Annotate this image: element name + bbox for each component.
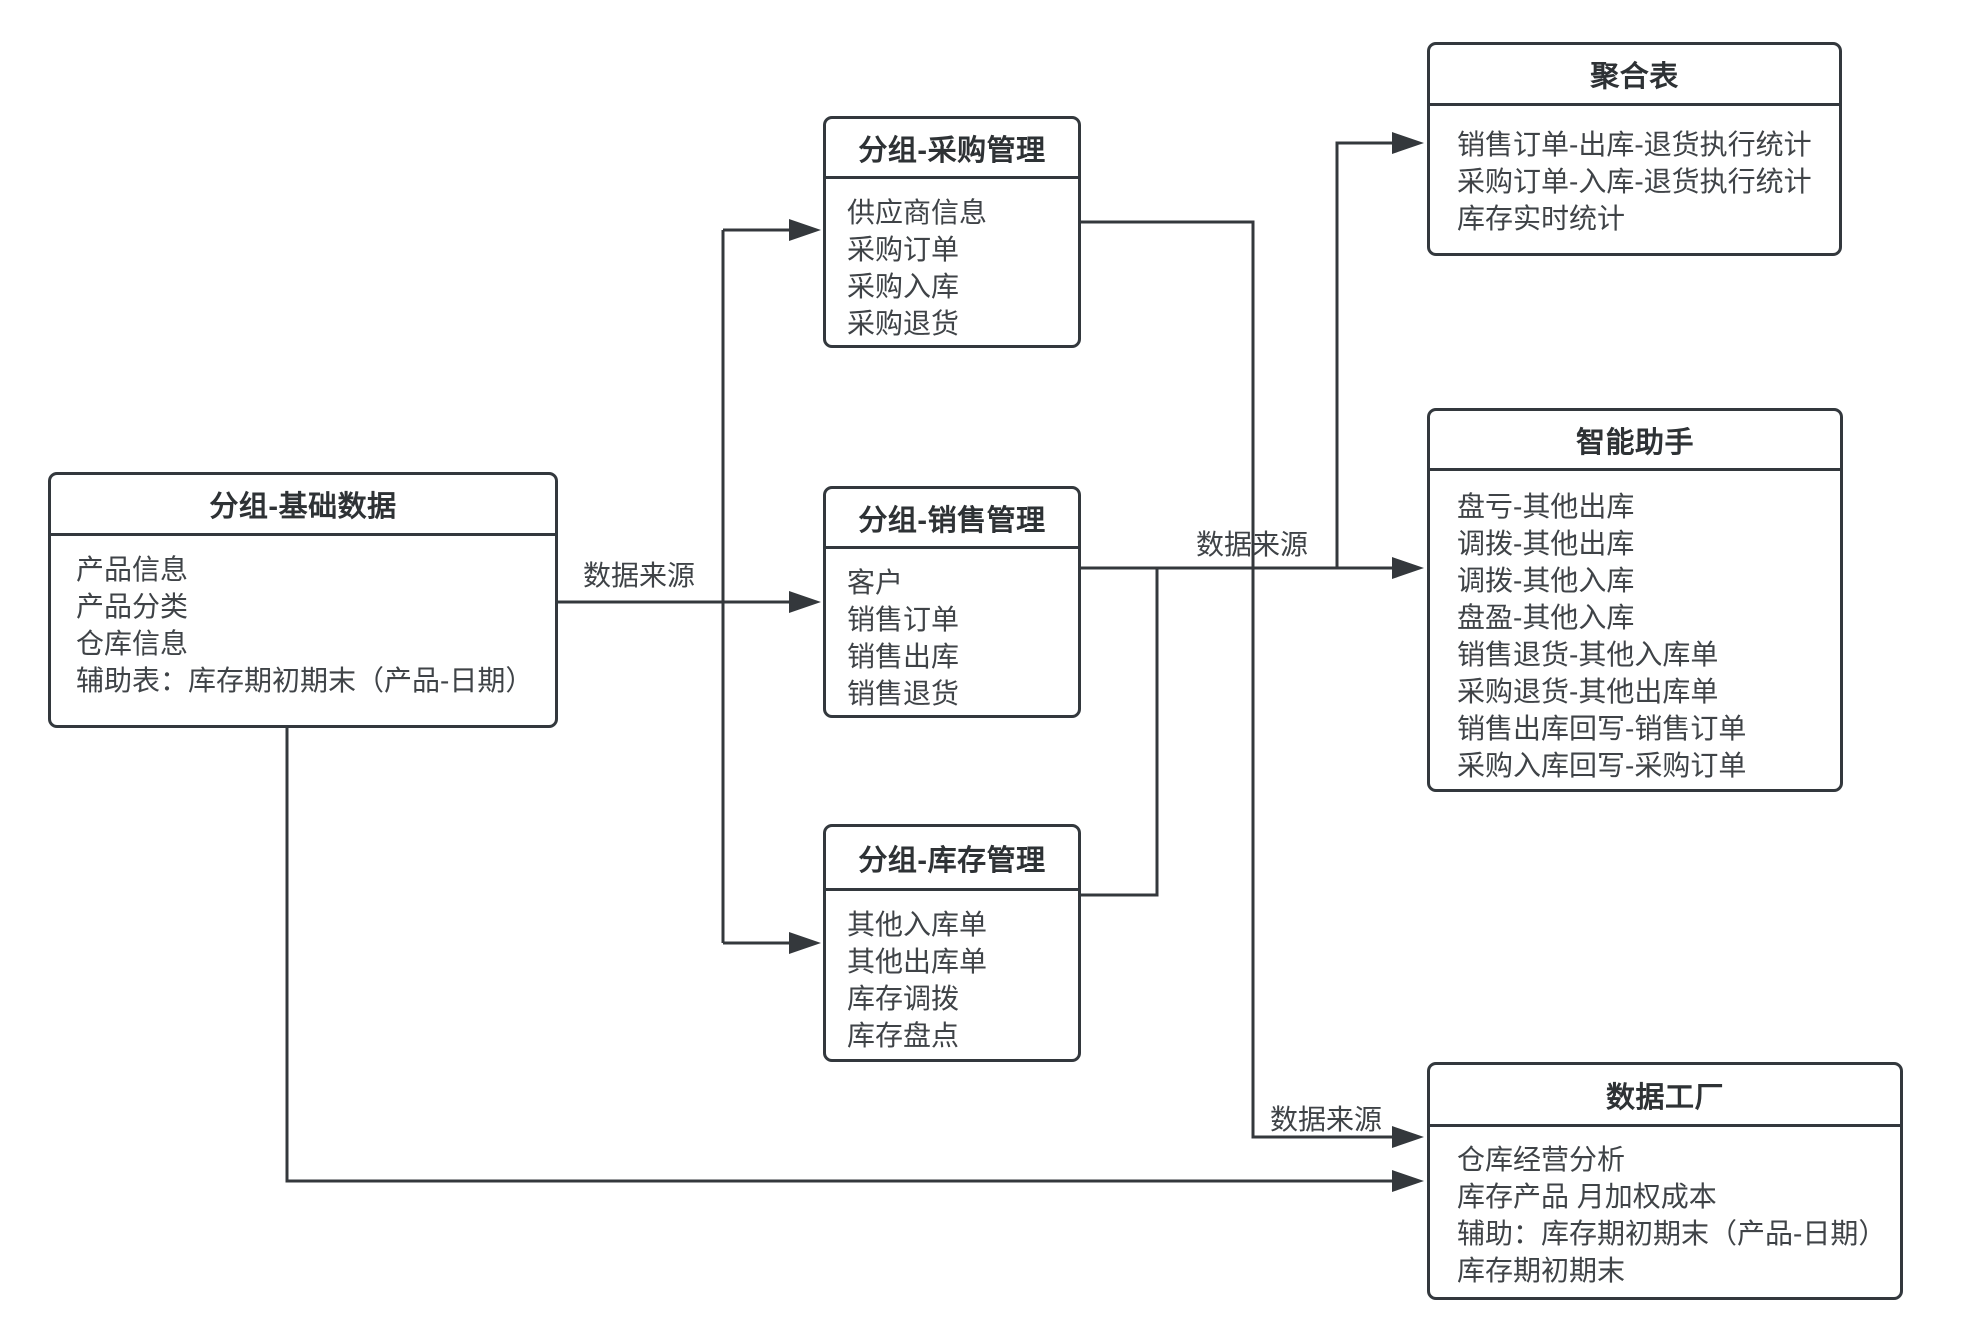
node-item: 库存产品 月加权成本 <box>1457 1181 1717 1212</box>
node-title: 聚合表 <box>1430 45 1839 106</box>
node-item: 产品信息 <box>76 554 189 585</box>
node-body: 供应商信息 采购订单 采购入库 采购退货 <box>826 179 1078 345</box>
node-item: 采购入库 <box>847 271 960 302</box>
node-item: 采购退货 <box>847 308 960 339</box>
node-item: 调拨-其他出库 <box>1457 528 1635 559</box>
node-item: 库存调拨 <box>847 983 960 1014</box>
node-group-purchase[interactable]: 分组-采购管理 供应商信息 采购订单 采购入库 采购退货 <box>823 116 1081 348</box>
node-item: 调拨-其他入库 <box>1457 565 1635 596</box>
node-body: 产品信息 产品分类 仓库信息 辅助表：库存期初期末（产品-日期） <box>51 536 555 725</box>
node-data-factory[interactable]: 数据工厂 仓库经营分析 库存产品 月加权成本 辅助：库存期初期末（产品-日期） … <box>1427 1062 1903 1300</box>
node-title: 分组-采购管理 <box>826 119 1078 179</box>
edge-label-data-source-left: 数据来源 <box>583 560 696 591</box>
node-item: 供应商信息 <box>847 197 988 228</box>
node-item: 销售出库 <box>847 641 960 672</box>
node-item: 销售订单 <box>847 604 960 635</box>
node-title: 分组-库存管理 <box>826 827 1078 891</box>
node-item: 库存实时统计 <box>1457 203 1626 234</box>
node-body: 其他入库单 其他出库单 库存调拨 库存盘点 <box>826 891 1078 1059</box>
edge-basic-to-sales <box>558 591 821 613</box>
node-item: 客户 <box>847 567 904 598</box>
node-item: 库存盘点 <box>847 1020 960 1051</box>
node-item: 其他出库单 <box>847 946 988 977</box>
node-item: 采购退货-其他出库单 <box>1457 676 1719 707</box>
node-group-basic-data[interactable]: 分组-基础数据 产品信息 产品分类 仓库信息 辅助表：库存期初期末（产品-日期） <box>48 472 558 728</box>
node-item: 仓库经营分析 <box>1457 1144 1626 1175</box>
node-item: 库存期初期末 <box>1457 1255 1626 1286</box>
node-body: 盘亏-其他出库 调拨-其他出库 调拨-其他入库 盘盈-其他入库 销售退货-其他入… <box>1430 471 1840 789</box>
node-item: 仓库信息 <box>76 628 189 659</box>
node-item: 采购订单 <box>847 234 960 265</box>
node-item: 其他入库单 <box>847 909 988 940</box>
node-title: 分组-销售管理 <box>826 489 1078 549</box>
edge-label-data-source-factory: 数据来源 <box>1270 1104 1383 1135</box>
node-item: 销售退货-其他入库单 <box>1457 639 1719 670</box>
edge-label-data-source-right: 数据来源 <box>1196 529 1309 560</box>
edge-basic-to-data-factory <box>285 728 1424 1192</box>
edge-basic-to-inventory <box>723 932 821 954</box>
node-item: 采购订单-入库-退货执行统计 <box>1457 166 1812 197</box>
node-aggregate-table[interactable]: 聚合表 销售订单-出库-退货执行统计 采购订单-入库-退货执行统计 库存实时统计 <box>1427 42 1842 256</box>
node-item: 产品分类 <box>76 591 189 622</box>
node-item: 辅助表：库存期初期末（产品-日期） <box>76 665 534 696</box>
node-item: 盘盈-其他入库 <box>1457 602 1635 633</box>
node-smart-assistant[interactable]: 智能助手 盘亏-其他出库 调拨-其他出库 调拨-其他入库 盘盈-其他入库 销售退… <box>1427 408 1843 792</box>
node-item: 辅助：库存期初期末（产品-日期） <box>1457 1218 1887 1249</box>
edge-basic-to-purchase <box>723 219 821 241</box>
node-body: 仓库经营分析 库存产品 月加权成本 辅助：库存期初期末（产品-日期） 库存期初期… <box>1430 1127 1900 1297</box>
node-body: 销售订单-出库-退货执行统计 采购订单-入库-退货执行统计 库存实时统计 <box>1430 106 1839 253</box>
edge-purchase-to-data-factory <box>1081 220 1424 1148</box>
node-group-inventory[interactable]: 分组-库存管理 其他入库单 其他出库单 库存调拨 库存盘点 <box>823 824 1081 1062</box>
node-group-sales[interactable]: 分组-销售管理 客户 销售订单 销售出库 销售退货 <box>823 486 1081 718</box>
node-title: 智能助手 <box>1430 411 1840 471</box>
node-item: 盘亏-其他出库 <box>1457 491 1635 522</box>
node-body: 客户 销售订单 销售出库 销售退货 <box>826 549 1078 715</box>
node-title: 分组-基础数据 <box>51 475 555 536</box>
node-item: 销售出库回写-销售订单 <box>1457 713 1747 744</box>
edge-inventory-join <box>1081 568 1159 897</box>
node-title: 数据工厂 <box>1430 1065 1900 1127</box>
edge-sales-to-assistant <box>1081 557 1424 579</box>
edge-to-aggregate-table <box>1335 132 1424 568</box>
node-item: 销售退货 <box>847 678 960 709</box>
node-item: 采购入库回写-采购订单 <box>1457 750 1747 781</box>
node-item: 销售订单-出库-退货执行统计 <box>1457 129 1812 160</box>
